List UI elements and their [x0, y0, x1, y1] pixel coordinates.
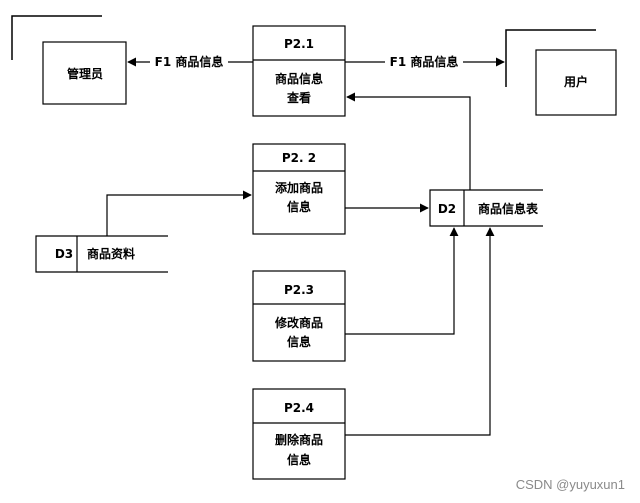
flow-to-user-label: F1 商品信息 — [390, 54, 459, 69]
datastore-d3: D3 商品资料 — [35, 235, 168, 273]
flow-p21-to-admin: F1 商品信息 — [127, 54, 253, 70]
datastore-d2-name: 商品信息表 — [478, 201, 539, 216]
process-p24-line1: 删除商品 — [275, 432, 323, 447]
process-p21: P2.1 商品信息 查看 — [252, 25, 346, 117]
flow-p23-to-d2 — [345, 227, 459, 335]
process-p24-line2: 信息 — [287, 452, 311, 467]
flow-d3-to-p22 — [106, 190, 252, 236]
process-p22-line2: 信息 — [287, 199, 311, 214]
process-p24-id: P2.4 — [284, 401, 314, 415]
entity-admin: 管理员 — [11, 15, 127, 105]
flow-to-admin-label: F1 商品信息 — [155, 54, 224, 69]
entity-user: 用户 — [505, 29, 617, 116]
process-p23-line1: 修改商品 — [274, 315, 323, 330]
datastore-d2-id: D2 — [438, 202, 456, 216]
process-p23-line2: 信息 — [287, 334, 311, 349]
entity-admin-label: 管理员 — [67, 66, 103, 81]
flow-p24-to-d2 — [345, 227, 495, 436]
flow-p21-to-user: F1 商品信息 — [345, 54, 505, 70]
datastore-d2: D2 商品信息表 — [429, 189, 543, 227]
process-p22-line1: 添加商品 — [275, 180, 323, 195]
process-p22: P2. 2 添加商品 信息 — [252, 143, 346, 235]
process-p21-id: P2.1 — [284, 37, 314, 51]
process-p22-id: P2. 2 — [282, 151, 316, 165]
watermark: CSDN @yuyuxun1 — [516, 477, 625, 492]
datastore-d3-name: 商品资料 — [87, 246, 135, 261]
datastore-d3-id: D3 — [55, 247, 73, 261]
process-p24: P2.4 删除商品 信息 — [252, 388, 346, 480]
process-p21-line1: 商品信息 — [275, 71, 323, 86]
process-p23-id: P2.3 — [284, 283, 314, 297]
flow-d2-to-p21 — [346, 92, 471, 190]
process-p23: P2.3 修改商品 信息 — [252, 270, 346, 362]
process-p21-line2: 查看 — [286, 90, 311, 105]
entity-user-label: 用户 — [563, 74, 588, 89]
